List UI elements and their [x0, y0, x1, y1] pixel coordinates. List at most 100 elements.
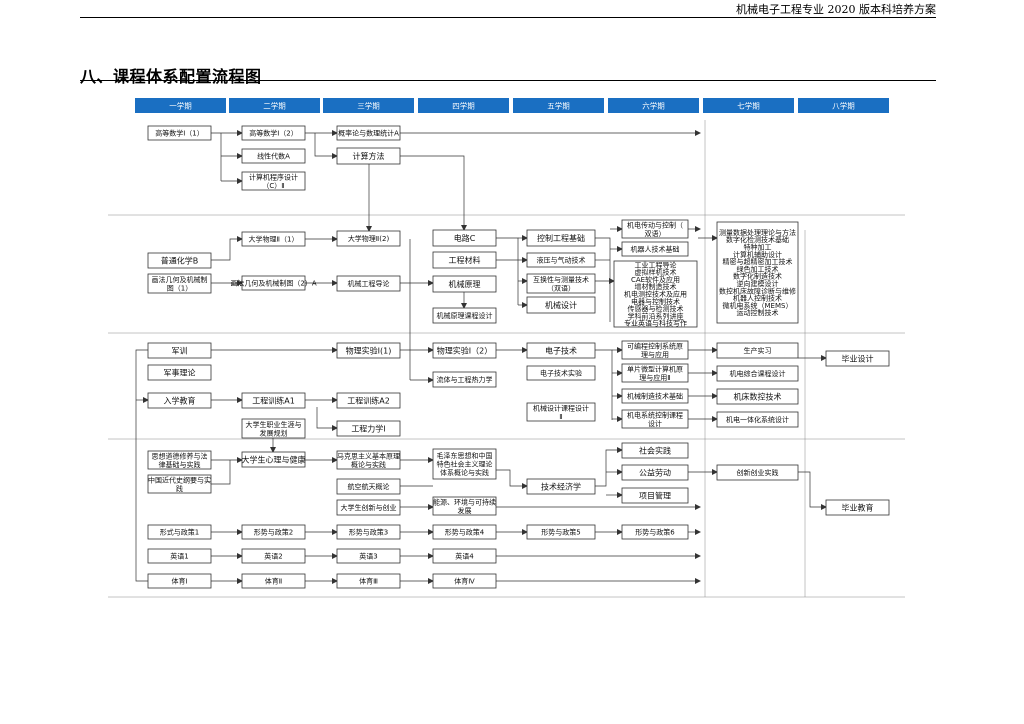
course-label: 专业英语与科技写作 [624, 319, 687, 328]
course-label: 军训 [172, 346, 188, 355]
course-box-c-gccl: 工程材料 [432, 251, 497, 269]
course-label: （双语） [547, 283, 575, 292]
semester-label: 四学期 [452, 101, 475, 111]
course-box-border [526, 342, 596, 359]
course-label: 特种加工 [744, 243, 772, 252]
course-label: 线性代数A [257, 152, 290, 161]
course-box-c-hkht: 航空航天概论 [336, 478, 401, 495]
course-label: 电子技术 [545, 345, 577, 355]
course-box-c-gcxl2: 工程训练A2 [336, 392, 401, 409]
course-box-c-jsff: 计算方法 [336, 147, 401, 165]
course-box-c-jdyth: 机电一体化系统设计 [716, 411, 799, 428]
course-label: 计算机程序设计 [249, 172, 298, 181]
course-label: 律基础与实践 [159, 460, 201, 469]
course-box-border [147, 364, 212, 381]
connector-line [211, 460, 231, 485]
course-label: 理与应用Ⅱ [639, 373, 670, 382]
course-box-border [432, 251, 497, 269]
course-box-border [241, 548, 306, 564]
course-label: 大学生心理与健康 [242, 454, 306, 464]
section-title: 八、课程体系配置流程图 [80, 67, 262, 86]
course-label: 绿色加工技术 [737, 264, 779, 273]
course-box-border [621, 241, 689, 257]
semester-header-2: 二学期 [229, 98, 320, 113]
course-label: 画法几何及机械制 [152, 275, 208, 284]
course-label: 航空航天概论 [348, 482, 390, 491]
course-box-border [621, 487, 689, 504]
course-box-border [432, 371, 497, 388]
course-box-border [621, 409, 689, 429]
course-box-c-xmgl: 项目管理 [621, 487, 689, 504]
semester-header-bg [608, 98, 699, 113]
course-label: 机器人控制技术 [733, 294, 782, 303]
semester-header-3: 三学期 [323, 98, 414, 113]
course-label: 虚拟样机技术 [635, 268, 677, 277]
course-box-c-gl: 概率论与数理统计A [336, 125, 401, 141]
course-label: 大学生职业生涯与 [246, 420, 302, 429]
course-label: 形势与政策4 [445, 528, 485, 537]
course-label: 大学物理Ⅱ(2) [348, 234, 390, 243]
course-label: 社会实践 [639, 445, 671, 455]
course-box-border [147, 342, 212, 359]
course-label: 生产实习 [744, 346, 772, 355]
semester-header-6: 六学期 [608, 98, 699, 113]
course-label: 工程材料 [449, 255, 481, 265]
semester-label: 一学期 [169, 101, 192, 111]
course-box-border [147, 252, 212, 269]
course-box-border [336, 275, 401, 292]
course-label: 普通化学B [161, 255, 199, 265]
course-label: 公益劳动 [639, 467, 671, 477]
course-box-border [241, 125, 306, 141]
course-box-border [432, 342, 497, 359]
course-label: 项目管理 [639, 490, 671, 500]
course-boxes: 高等数学Ⅰ（1）高等数学Ⅰ（2）线性代数A计算机程序设计（C）Ⅱ概率论与数理统计… [147, 125, 890, 589]
course-label: 概论与实践 [351, 460, 386, 469]
course-box-c-hhx: 互换性与测量技术（双语） [526, 273, 596, 294]
course-label: CAE软件及应用 [631, 275, 680, 284]
course-box-c-jxylkc: 机械原理课程设计 [432, 307, 497, 324]
course-label: 可编程控制系统原 [627, 341, 683, 350]
course-label: 数控机床故障诊断与维修 [719, 286, 796, 295]
connector-line [496, 237, 519, 305]
course-box-border [432, 573, 497, 589]
course-box-c-jcsk: 机床数控技术 [716, 388, 799, 405]
course-box-c-gyld: 公益劳动 [621, 464, 689, 481]
course-label: 体育Ⅲ [359, 577, 378, 586]
course-box-border [336, 125, 401, 141]
course-box-c-jsjj: 技术经济学 [526, 478, 596, 495]
course-box-border [336, 147, 401, 165]
course-box-c-xs4: 形势与政策4 [432, 524, 497, 540]
course-label: 思想道德修养与法 [152, 451, 208, 460]
course-box-border [526, 273, 596, 294]
course-box-border [716, 221, 799, 324]
course-box-border [716, 411, 799, 428]
course-box-c-rxjy: 入学教育 [147, 392, 212, 409]
course-label: 大学物理Ⅱ（1） [249, 235, 299, 244]
course-label: 马克思主义基本原理 [337, 451, 400, 460]
course-label: 英语1 [170, 552, 188, 561]
course-box-c-yy2: 英语2 [241, 548, 306, 564]
course-label: 测量数据处理理论与方法 [719, 228, 796, 237]
course-box-border [336, 342, 401, 359]
course-label: 工程训练A2 [347, 395, 390, 405]
course-box-border [336, 420, 401, 437]
semester-label: 五学期 [547, 101, 570, 111]
course-box-border [613, 260, 698, 328]
course-label: 微机电系统（MEMS） [723, 301, 793, 310]
header-text: 机械电子工程专业 2020 版本科培养方案 [736, 3, 936, 16]
course-label: 践 [176, 484, 183, 493]
course-box-c-jxgc: 机械工程导论 [336, 275, 401, 292]
connector-line [595, 237, 611, 322]
course-box-c-ty2: 体育Ⅱ [241, 573, 306, 589]
course-box-c-jsll: 军事理论 [147, 364, 212, 381]
course-label: 形势与政策6 [635, 528, 675, 537]
course-box-c-jsj: 计算机程序设计（C）Ⅱ [241, 171, 306, 191]
course-label: Ⅱ [559, 413, 562, 421]
course-box-border [147, 548, 212, 564]
course-box-border [241, 451, 306, 468]
course-box-c-yy1: 英语1 [147, 548, 212, 564]
semester-header-bg [513, 98, 604, 113]
course-label: 流体与工程热力学 [437, 375, 493, 384]
